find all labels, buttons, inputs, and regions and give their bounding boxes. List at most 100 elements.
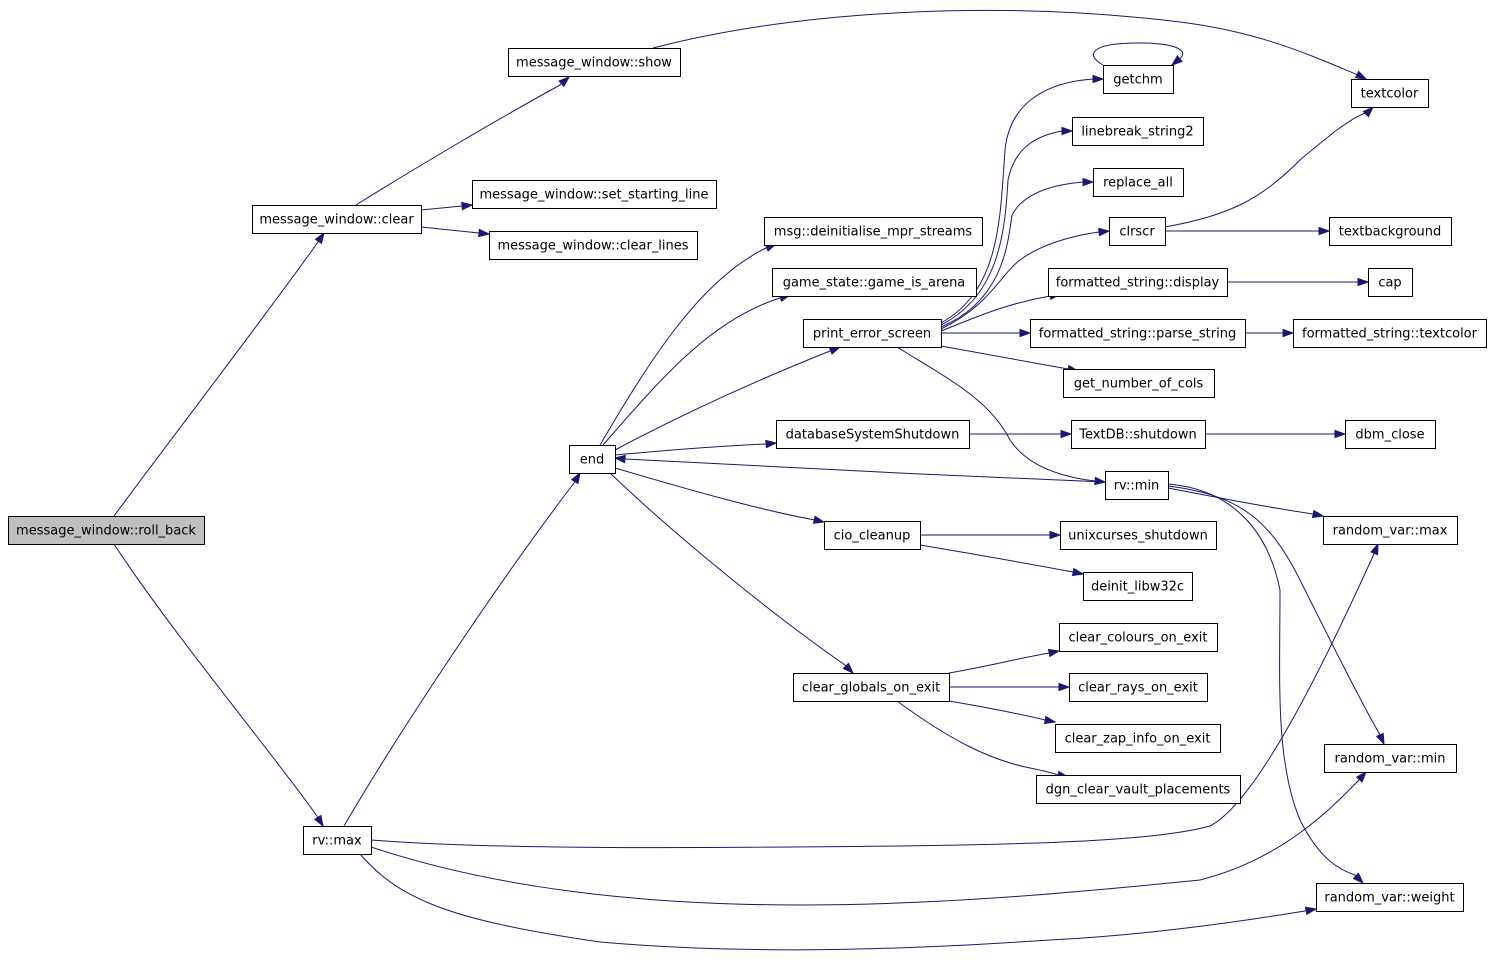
edge-line: [919, 544, 1084, 575]
edge-line: [370, 771, 1367, 906]
edge-print-error-screen-to-get-cols: [940, 345, 1080, 374]
node-box: [1048, 268, 1228, 297]
node-rv-min[interactable]: rv::min: [1105, 471, 1169, 500]
node-box: [569, 445, 616, 474]
node-getchm[interactable]: getchm: [1103, 65, 1174, 94]
node-label: textcolor: [1361, 87, 1419, 102]
arrowhead-icon: [570, 471, 581, 485]
arrowhead-icon: [1318, 226, 1331, 236]
edge-line: [948, 700, 1056, 723]
node-box: [803, 319, 942, 348]
node-db-shutdown[interactable]: databaseSystemShutdown: [776, 420, 970, 449]
node-label: message_window::set_starting_line: [479, 188, 708, 203]
node-clear-globals[interactable]: clear_globals_on_exit: [793, 673, 950, 702]
edge-print-error-screen-to-rv-min: [896, 346, 1107, 486]
arrowhead-icon: [842, 662, 855, 675]
node-textcolor[interactable]: textcolor: [1351, 79, 1429, 108]
node-end[interactable]: end: [569, 445, 616, 474]
node-label: textbackground: [1339, 225, 1442, 240]
edge-rv-max-to-rvar-weight: [359, 853, 1318, 951]
arrowhead-icon: [1082, 177, 1095, 187]
node-print-error-screen[interactable]: print_error_screen: [803, 319, 942, 348]
node-dbm-close[interactable]: dbm_close: [1345, 420, 1436, 449]
node-mw-clear[interactable]: message_window::clear: [252, 205, 422, 234]
node-rvar-weight[interactable]: random_var::weight: [1316, 883, 1464, 912]
node-label: clear_zap_info_on_exit: [1065, 732, 1211, 747]
edge-line: [609, 472, 854, 674]
node-label: formatted_string::textcolor: [1302, 327, 1478, 342]
arrowhead-icon: [828, 346, 842, 355]
node-label: cio_cleanup: [834, 529, 911, 544]
node-label: databaseSystemShutdown: [786, 428, 960, 443]
arrowhead-icon: [1352, 872, 1365, 885]
node-unixcurses[interactable]: unixcurses_shutdown: [1060, 521, 1217, 550]
node-mw-show[interactable]: message_window::show: [508, 48, 681, 77]
node-deinit-libw32c[interactable]: deinit_libw32c: [1083, 572, 1193, 601]
node-textdb-shutdown[interactable]: TextDB::shutdown: [1071, 420, 1206, 449]
node-clear-colours[interactable]: clear_colours_on_exit: [1059, 623, 1218, 652]
edge-mw-clear-to-mw-set-starting-line: [420, 201, 474, 211]
edge-line: [940, 230, 1110, 330]
node-linebreak[interactable]: linebreak_string2: [1072, 117, 1204, 146]
arrowhead-icon: [1043, 715, 1057, 725]
node-msg-deinit[interactable]: msg::deinitialise_mpr_streams: [764, 217, 983, 246]
edge-cio-cleanup-to-unixcurses: [920, 530, 1062, 540]
arrowhead-icon: [1357, 277, 1370, 287]
node-label: message_window::clear: [259, 213, 414, 228]
arrowhead-icon: [1019, 328, 1032, 338]
node-fs-display[interactable]: formatted_string::display: [1048, 268, 1228, 297]
node-label: formatted_string::parse_string: [1039, 327, 1236, 342]
edge-mw-show-to-textcolor: [652, 10, 1368, 80]
node-mw-clear-lines[interactable]: message_window::clear_lines: [489, 231, 698, 260]
node-get-cols[interactable]: get_number_of_cols: [1063, 369, 1215, 398]
edge-print-error-screen-to-linebreak: [940, 126, 1074, 326]
edge-line: [113, 543, 324, 827]
node-roll-back[interactable]: message_window::roll_back: [8, 516, 205, 545]
arrowhead-icon: [1362, 105, 1375, 118]
edge-line: [940, 181, 1093, 328]
arrowhead-icon: [313, 814, 324, 828]
edge-line: [614, 346, 841, 451]
node-clear-zap[interactable]: clear_zap_info_on_exit: [1055, 724, 1221, 753]
node-rvar-max[interactable]: random_var::max: [1323, 516, 1458, 545]
node-box: [1030, 319, 1246, 348]
node-rv-max[interactable]: rv::max: [303, 826, 372, 855]
nodes-layer: message_window::roll_back message_window:…: [8, 48, 1487, 912]
node-box: [824, 521, 921, 550]
node-mw-set-starting-line[interactable]: message_window::set_starting_line: [472, 180, 717, 209]
edge-line: [1167, 487, 1324, 517]
node-fs-textcolor[interactable]: formatted_string::textcolor: [1293, 319, 1487, 348]
edge-line: [940, 293, 1061, 332]
node-cio-cleanup[interactable]: cio_cleanup: [824, 521, 921, 550]
node-game-is-arena[interactable]: game_state::game_is_arena: [772, 268, 977, 297]
edge-mw-clear-to-mw-clear-lines: [420, 226, 491, 238]
edge-line: [355, 76, 570, 206]
node-clear-rays[interactable]: clear_rays_on_exit: [1069, 673, 1208, 702]
arrowhead-icon: [1094, 476, 1107, 486]
node-label: rv::min: [1114, 479, 1160, 494]
node-cap[interactable]: cap: [1368, 268, 1413, 297]
node-textbackground[interactable]: textbackground: [1329, 217, 1452, 246]
node-box: [303, 826, 372, 855]
node-fs-parse[interactable]: formatted_string::parse_string: [1030, 319, 1246, 348]
edge-line: [652, 10, 1367, 80]
node-dgn-clear[interactable]: dgn_clear_vault_placements: [1036, 775, 1241, 804]
arrowhead-icon: [1355, 770, 1367, 783]
arrowhead-icon: [1060, 429, 1073, 439]
node-label: random_var::min: [1335, 752, 1446, 767]
node-label: deinit_libw32c: [1091, 580, 1184, 595]
node-label: clear_rays_on_exit: [1078, 681, 1198, 696]
edge-end-to-game-is-arena: [602, 293, 792, 446]
edge-line: [614, 442, 777, 456]
node-box: [1059, 623, 1218, 652]
node-clrscr[interactable]: clrscr: [1109, 217, 1166, 246]
node-label: dbm_close: [1355, 428, 1424, 443]
node-box: [1324, 744, 1457, 773]
node-box: [1105, 471, 1169, 500]
node-rvar-min[interactable]: random_var::min: [1324, 744, 1457, 773]
node-box: [1323, 516, 1458, 545]
node-box: [1071, 420, 1206, 449]
edge-line: [599, 243, 777, 446]
node-replace-all[interactable]: replace_all: [1093, 168, 1184, 197]
node-box: [1055, 724, 1221, 753]
